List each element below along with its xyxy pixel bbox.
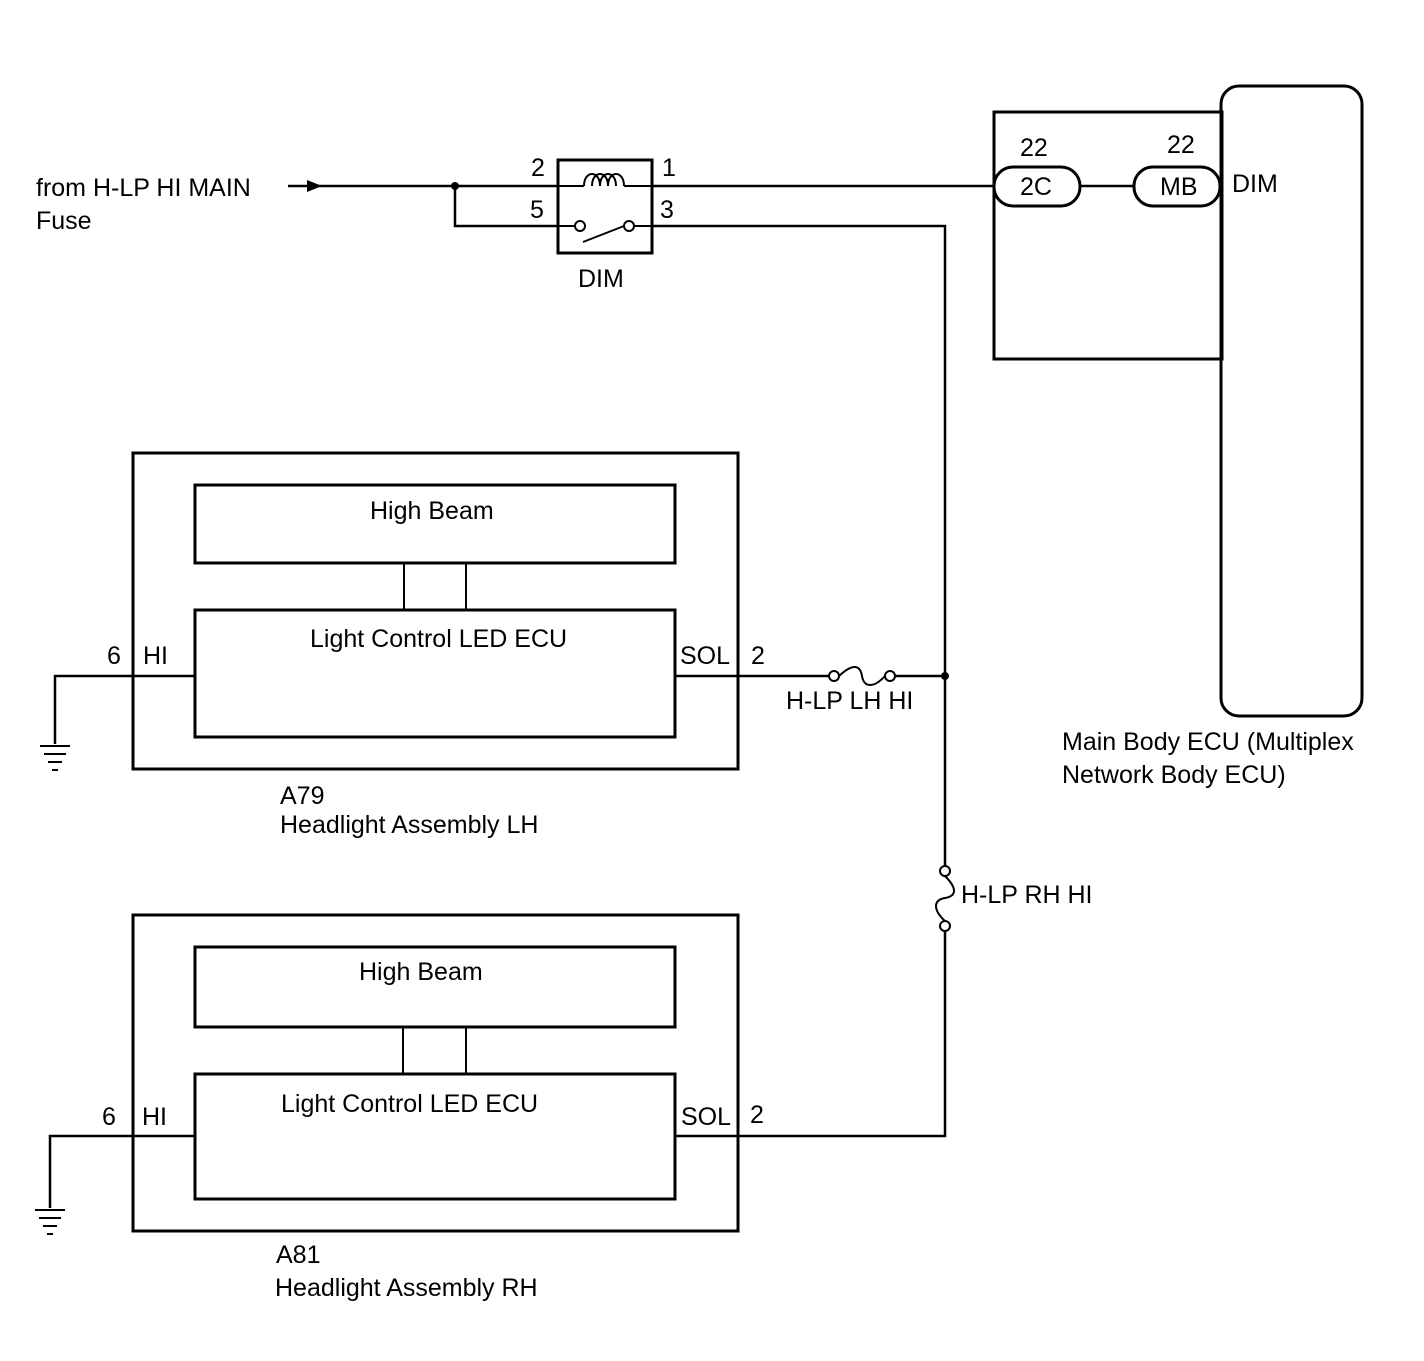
relay-pin-3: 3 [660, 196, 674, 224]
ecu-label-line1: Main Body ECU (Multiplex [1062, 728, 1354, 756]
lh-pin-hi-num: 6 [107, 642, 121, 670]
rh-beam-connectors [402, 1027, 467, 1074]
headlight-assembly-rh: High Beam Light Control LED ECU 6 HI SOL… [35, 913, 764, 1302]
connector-mb [1132, 165, 1222, 208]
rh-pin-sol-num: 2 [750, 1101, 764, 1129]
fuse-lh-terminal-a [828, 670, 840, 682]
lh-ground-wire [53, 674, 133, 744]
wire-junction-to-pin5 [453, 186, 558, 228]
lh-pin-hi: HI [143, 642, 168, 670]
arrow-head-icon [307, 180, 322, 192]
switch-contact-5 [574, 220, 586, 232]
source-input: from H-LP HI MAIN Fuse [36, 174, 558, 235]
fuse-lh-label: H-LP LH HI [786, 687, 913, 715]
relay-switch-blade-icon [582, 225, 625, 243]
rh-ecu-label: Light Control LED ECU [281, 1090, 538, 1118]
source-label-line2: Fuse [36, 207, 92, 235]
rh-code: A81 [276, 1241, 320, 1269]
main-body-ecu: 2C 22 MB 22 DIM Main Body ECU (Multiplex… [992, 84, 1364, 789]
rh-high-beam-label: High Beam [359, 958, 483, 986]
rh-ground-wire [48, 1134, 133, 1208]
lh-assembly-box [131, 451, 740, 771]
fuse-rh-terminal-a [939, 865, 951, 877]
ecu-label-line2: Network Body ECU) [1062, 761, 1286, 789]
wire-relay-pin3-down [652, 224, 947, 866]
junction-dot-lh [941, 672, 949, 680]
dim-relay: 2 1 5 3 DIM [530, 154, 676, 293]
fuse-rh-label: H-LP RH HI [961, 881, 1093, 909]
ecu-terminal-dim: DIM [1232, 170, 1278, 198]
lh-ecu-box [193, 608, 677, 739]
lh-high-beam-label: High Beam [370, 497, 494, 525]
relay-pin-5: 5 [530, 196, 544, 224]
relay-pin-2: 2 [531, 154, 545, 182]
connector-2c-label: 2C [1020, 173, 1052, 201]
rh-high-beam-box [193, 945, 677, 1029]
lh-ecu-label: Light Control LED ECU [310, 625, 567, 653]
rh-assembly-box [131, 913, 740, 1233]
lh-beam-connectors [403, 563, 467, 610]
lh-pin-sol-num: 2 [751, 642, 765, 670]
rh-pin-hi-num: 6 [102, 1103, 116, 1131]
headlight-assembly-lh: High Beam Light Control LED ECU 6 HI SOL… [40, 451, 765, 839]
lh-ground-icon [40, 745, 70, 771]
relay-coil-icon [558, 173, 652, 187]
lh-name: Headlight Assembly LH [280, 811, 538, 839]
lh-pin-sol: SOL [680, 642, 730, 670]
fuse-rh-terminal-b [939, 920, 951, 932]
lh-code: A79 [280, 782, 324, 810]
connector-mb-pin: 22 [1167, 131, 1195, 159]
fuse-lh-icon [838, 666, 886, 686]
fuse-lh: H-LP LH HI [786, 666, 913, 715]
rh-ground-icon [35, 1209, 65, 1235]
rh-pin-sol: SOL [681, 1103, 731, 1131]
wire-fuse-rh-to-rh [738, 931, 947, 1138]
fuse-lh-terminal-b [884, 670, 896, 682]
source-label-line1: from H-LP HI MAIN [36, 174, 251, 202]
relay-label: DIM [578, 265, 624, 293]
connector-2c-pin: 22 [1020, 134, 1048, 162]
switch-contact-3 [623, 220, 635, 232]
fuse-rh: H-LP RH HI [935, 865, 1093, 932]
relay-pin-1: 1 [662, 154, 676, 182]
rh-pin-hi: HI [142, 1103, 167, 1131]
fuse-rh-icon [935, 875, 955, 922]
dim-relay-box [556, 158, 654, 255]
lh-high-beam-box [193, 483, 677, 565]
connector-mb-label: MB [1160, 173, 1198, 201]
ecu-body-box [1219, 84, 1364, 718]
rh-name: Headlight Assembly RH [275, 1274, 538, 1302]
